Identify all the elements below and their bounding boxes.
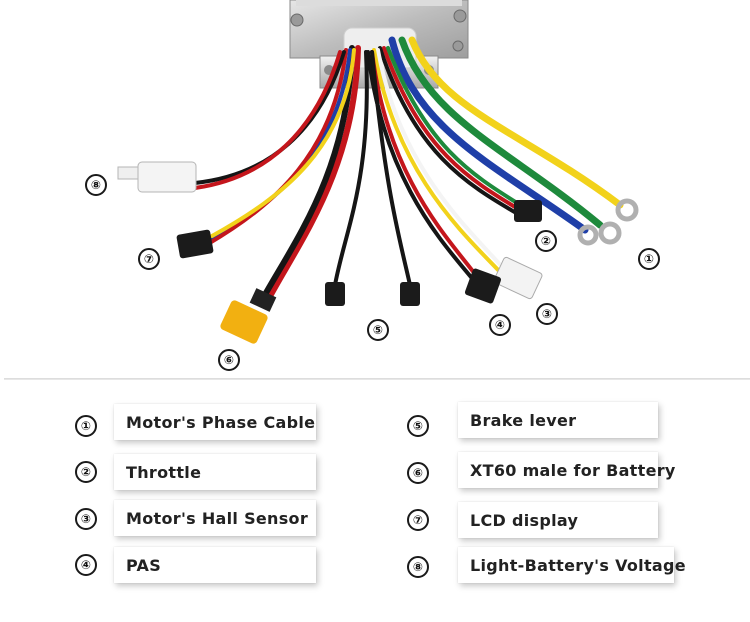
legend-num-4: ④: [75, 554, 97, 576]
controller-wiring-photo: [117, 0, 639, 344]
legend-label-8: Light-Battery's Voltage: [458, 547, 686, 583]
legend-num-2: ②: [75, 461, 97, 483]
callout-4: ④: [489, 314, 511, 336]
callout-7: ⑦: [138, 248, 160, 270]
callout-2: ②: [535, 230, 557, 252]
legend-label-7: LCD display: [458, 502, 658, 538]
callout-8: ⑧: [85, 174, 107, 196]
legend-num-6: ⑥: [407, 462, 429, 484]
legend-label-4: PAS: [114, 547, 316, 583]
legend-label-5: Brake lever: [458, 402, 658, 438]
callout-5: ⑤: [367, 319, 389, 341]
legend-label-1: Motor's Phase Cable: [114, 404, 316, 440]
legend-num-3: ③: [75, 508, 97, 530]
wire-bundle: [193, 36, 624, 303]
legend-label-3: Motor's Hall Sensor: [114, 500, 316, 536]
callout-3: ③: [536, 303, 558, 325]
callout-1: ①: [638, 248, 660, 270]
legend-num-8: ⑧: [407, 556, 429, 578]
callout-6: ⑥: [218, 349, 240, 371]
legend-num-7: ⑦: [407, 509, 429, 531]
legend-label-2: Throttle: [114, 454, 316, 490]
legend-num-1: ①: [75, 415, 97, 437]
connectors: [117, 161, 639, 344]
legend-num-5: ⑤: [407, 415, 429, 437]
legend-label-6: XT60 male for Battery: [458, 452, 675, 488]
section-divider: [4, 378, 750, 380]
